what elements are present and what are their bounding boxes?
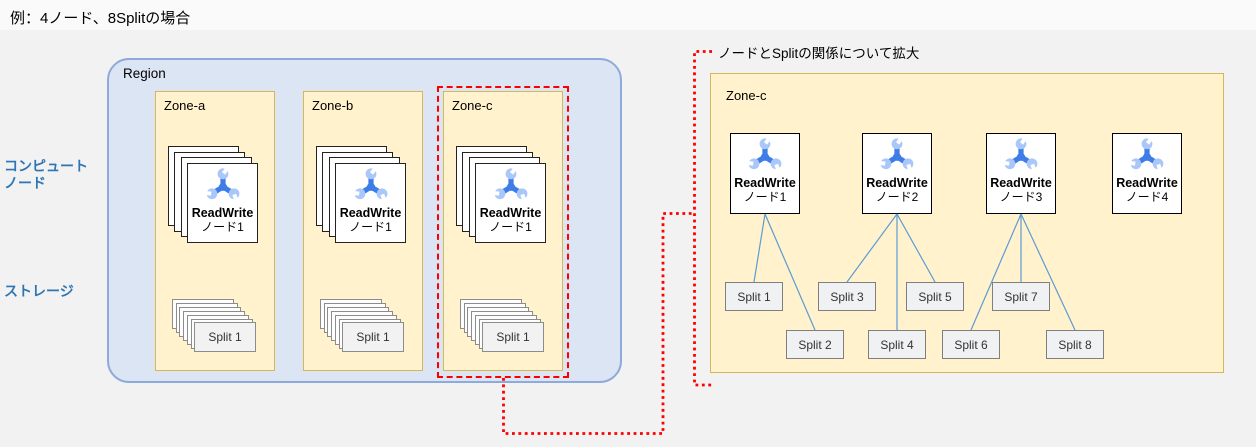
compute-node-row-label: コンピュート ノード [4, 158, 88, 192]
title-band [0, 0, 1256, 30]
zoom-zone-c-label: Zone-c [726, 88, 767, 103]
zone-c-label: Zone-c [452, 98, 493, 113]
node-name: ReadWrite [734, 176, 796, 190]
spanner-node-icon [201, 166, 245, 206]
compute-label-line2: ノード [4, 174, 46, 191]
region-label: Region [123, 66, 166, 81]
readwrite-node-2-card: ReadWrite ノード2 [862, 133, 932, 214]
compute-label-line1: コンピュート [4, 158, 88, 174]
split-5-box: Split 5 [906, 282, 964, 311]
readwrite-node-3-card: ReadWrite ノード3 [986, 133, 1056, 214]
split-card: Split 1 [342, 322, 404, 352]
spanner-node-icon [1125, 136, 1169, 176]
node-name: ReadWrite [866, 176, 928, 190]
readwrite-node-card: ReadWrite ノード1 [335, 163, 406, 243]
node-name: ReadWrite [339, 206, 402, 220]
node-number: ノード1 [743, 190, 787, 205]
page-title: 例：4ノード、8Splitの場合 [10, 10, 191, 27]
node-name: ReadWrite [1116, 176, 1178, 190]
split-3-box: Split 3 [818, 282, 876, 311]
node-number: ノード2 [875, 190, 919, 205]
storage-row-label: ストレージ [4, 283, 74, 299]
readwrite-node-1-card: ReadWrite ノード1 [730, 133, 800, 214]
zone-b-label: Zone-b [312, 98, 354, 113]
split-6-box: Split 6 [942, 330, 1000, 359]
split-4-box: Split 4 [868, 330, 926, 359]
zone-b-split-stack: Split 1 [320, 299, 410, 359]
split-2-box: Split 2 [786, 330, 844, 359]
node-name: ReadWrite [990, 176, 1052, 190]
node-number: ノード3 [999, 190, 1043, 205]
node-number: ノード1 [201, 220, 244, 235]
node-number: ノード1 [349, 220, 392, 235]
split-7-box: Split 7 [992, 282, 1050, 311]
node-number: ノード4 [1125, 190, 1169, 205]
split-card: Split 1 [194, 322, 256, 352]
spanner-node-icon [875, 136, 919, 176]
zone-b-node-stack: ReadWrite ノード1 [316, 146, 411, 246]
spanner-node-icon [349, 166, 393, 206]
split-1-box: Split 1 [725, 282, 783, 311]
readwrite-node-card: ReadWrite ノード1 [187, 163, 258, 243]
spanner-node-icon [999, 136, 1043, 176]
zone-a-node-stack: ReadWrite ノード1 [168, 146, 263, 246]
zone-c-highlight-dashed-box [437, 86, 569, 378]
zoom-zone-c-box: Zone-c [710, 73, 1224, 373]
node-name: ReadWrite [191, 206, 254, 220]
zone-a-label: Zone-a [164, 98, 206, 113]
readwrite-node-4-card: ReadWrite ノード4 [1112, 133, 1182, 214]
split-8-box: Split 8 [1046, 330, 1104, 359]
zoom-panel-title: ノードとSplitの関係について拡大 [718, 46, 920, 61]
spanner-node-icon [743, 136, 787, 176]
zone-a-split-stack: Split 1 [172, 299, 262, 359]
